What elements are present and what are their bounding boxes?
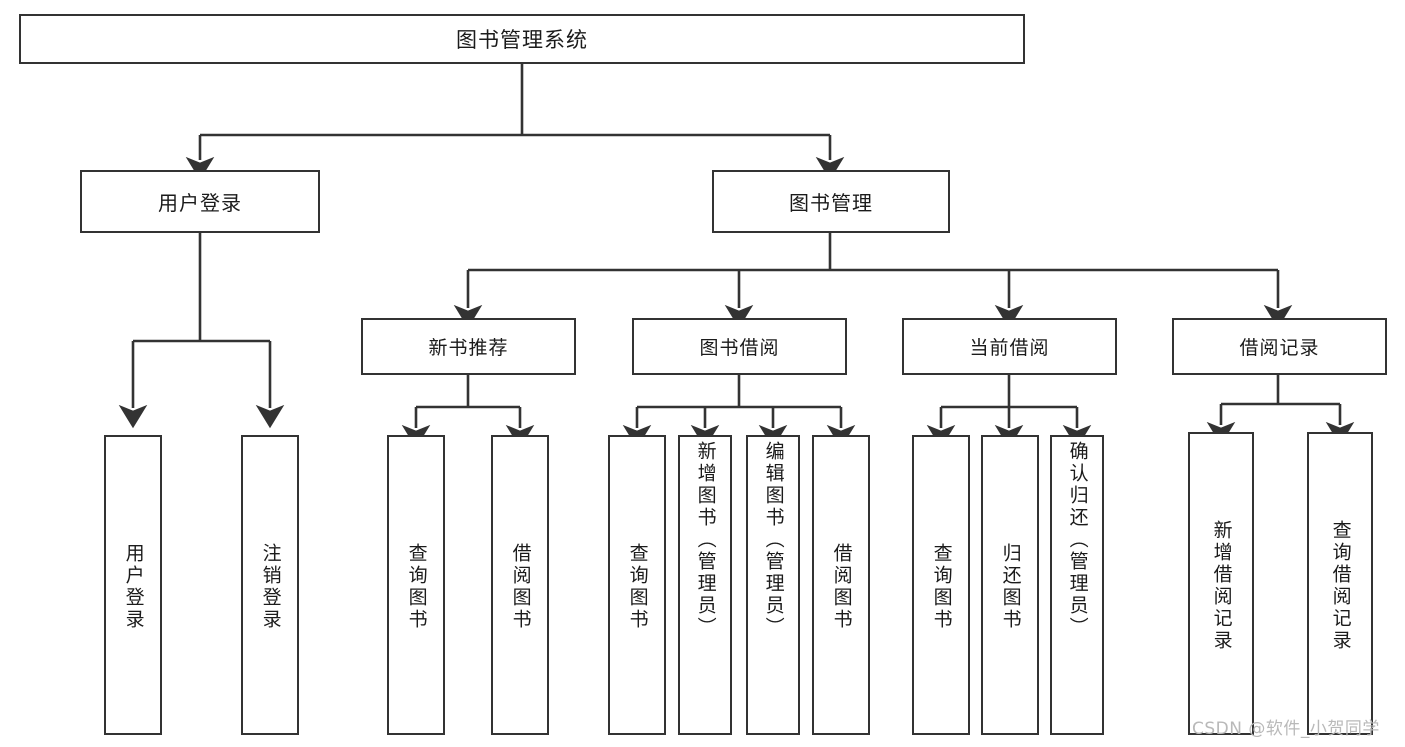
leaf-borrow-book-recommend[interactable]: 借阅图书 — [491, 435, 549, 735]
leaf-query-book-borrow[interactable]: 查询图书 — [608, 435, 666, 735]
csdn-watermark: CSDN @软件_小贺同学 — [1192, 719, 1380, 739]
leaf-query-book-recommend[interactable]: 查询图书 — [387, 435, 445, 735]
leaf-add-borrow-record[interactable]: 新增借阅记录 — [1188, 432, 1254, 735]
leaf-confirm-return-admin[interactable]: 确认归还（管理员） — [1050, 435, 1104, 735]
leaf-return-book[interactable]: 归还图书 — [981, 435, 1039, 735]
node-user-login[interactable]: 用户登录 — [80, 170, 320, 233]
leaf-query-book-current[interactable]: 查询图书 — [912, 435, 970, 735]
leaf-borrow-book-borrow[interactable]: 借阅图书 — [812, 435, 870, 735]
leaf-user-login[interactable]: 用户登录 — [104, 435, 162, 735]
leaf-logout[interactable]: 注销登录 — [241, 435, 299, 735]
node-book-borrow[interactable]: 图书借阅 — [632, 318, 847, 375]
leaf-edit-book-admin[interactable]: 编辑图书（管理员） — [746, 435, 800, 735]
leaf-query-borrow-record[interactable]: 查询借阅记录 — [1307, 432, 1373, 735]
leaf-add-book-admin[interactable]: 新增图书（管理员） — [678, 435, 732, 735]
node-book-manage[interactable]: 图书管理 — [712, 170, 950, 233]
node-borrow-record[interactable]: 借阅记录 — [1172, 318, 1387, 375]
node-current-borrow[interactable]: 当前借阅 — [902, 318, 1117, 375]
node-root[interactable]: 图书管理系统 — [19, 14, 1025, 64]
node-new-book-recommend[interactable]: 新书推荐 — [361, 318, 576, 375]
